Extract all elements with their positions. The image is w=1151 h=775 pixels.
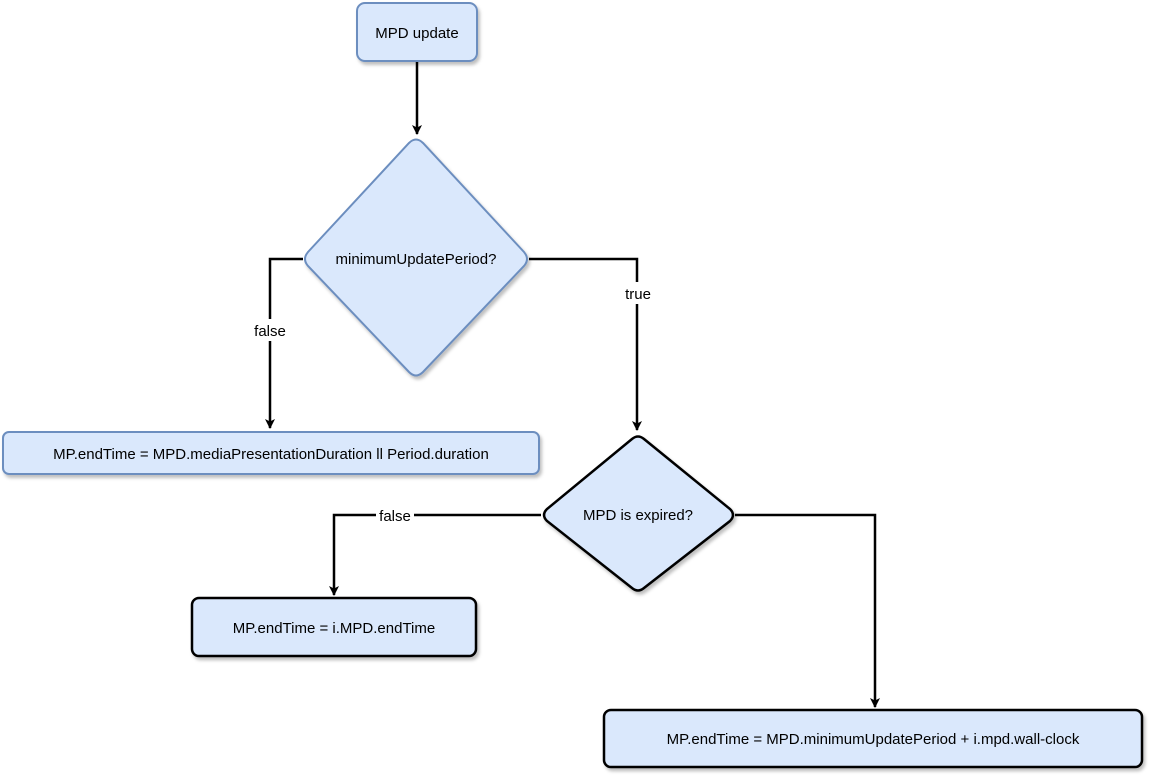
node-result-static[interactable]: MP.endTime = MPD.mediaPresentationDurati… <box>2 431 540 475</box>
node-result-static-label: MP.endTime = MPD.mediaPresentationDurati… <box>53 446 489 463</box>
edge-label-text: false <box>254 323 286 340</box>
node-start-label: MPD update <box>375 25 458 42</box>
node-result-dynamic[interactable]: MP.endTime = MPD.minimumUpdatePeriod + i… <box>602 708 1144 769</box>
edge-min-update-false <box>265 257 303 429</box>
edge-label-min-update-false: false <box>251 319 289 341</box>
node-decision-expired-label: MPD is expired? <box>583 507 693 524</box>
node-decision-min-update[interactable]: minimumUpdatePeriod? <box>304 138 528 377</box>
node-result-previous-label: MP.endTime = i.MPD.endTime <box>233 620 435 637</box>
edge-label-min-update-true: true <box>620 282 656 304</box>
edges <box>265 62 880 708</box>
edge-label-expired-false: false <box>376 505 414 527</box>
edge-label-text: true <box>625 286 651 303</box>
edge-label-text: false <box>379 508 411 525</box>
node-start[interactable]: MPD update <box>356 2 478 62</box>
node-decision-min-update-label: minimumUpdatePeriod? <box>336 251 497 268</box>
node-decision-expired[interactable]: MPD is expired? <box>542 435 735 592</box>
node-result-dynamic-label: MP.endTime = MPD.minimumUpdatePeriod + i… <box>667 731 1080 748</box>
node-result-previous[interactable]: MP.endTime = i.MPD.endTime <box>190 596 478 658</box>
edge-expired-false <box>329 513 541 596</box>
edge-min-update-true <box>529 257 642 431</box>
edge-expired-true <box>735 513 880 708</box>
